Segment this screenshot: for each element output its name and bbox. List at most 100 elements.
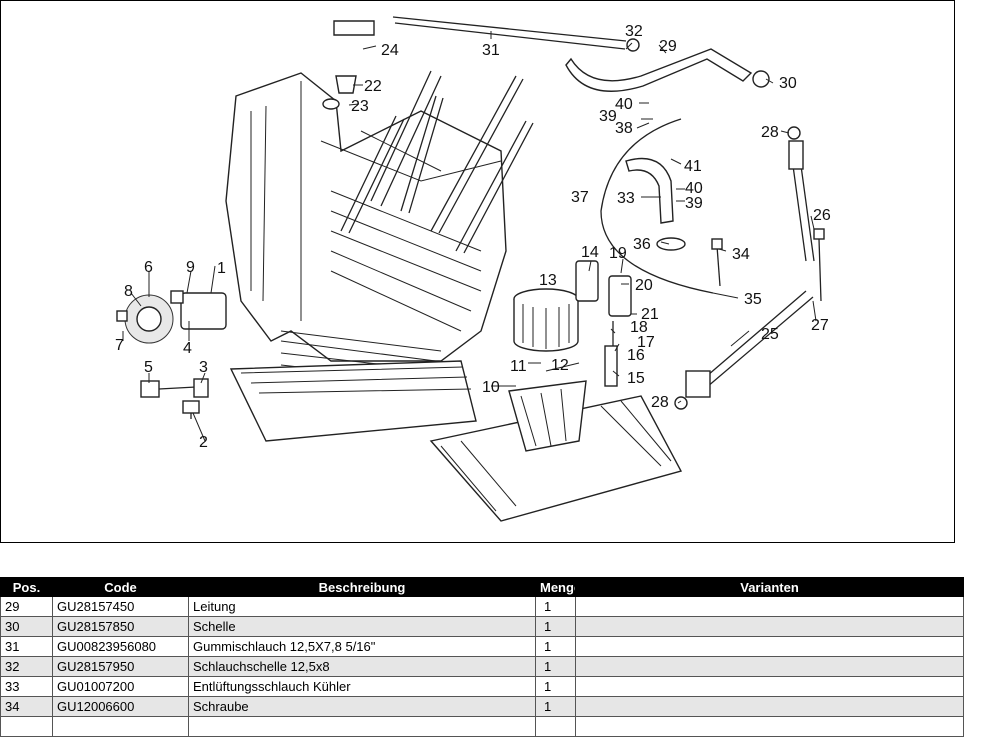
callout-29: 29: [659, 38, 677, 55]
cell-quantity: [535, 716, 576, 737]
cell-code: GU01007200: [52, 676, 189, 697]
callout-28-bottom: 28: [651, 394, 669, 411]
callout-3: 3: [199, 359, 208, 376]
cell-description: Schraube: [188, 696, 536, 717]
cell-code: GU00823956080: [52, 636, 189, 657]
callout-labels: 1 2 3 4 5 6 7 8 9 10 11 12 13 14 15 16 1…: [115, 23, 831, 451]
engine-exploded-view: 1 2 3 4 5 6 7 8 9 10 11 12 13 14 15 16 1…: [115, 16, 831, 522]
hoses-drawing: [322, 16, 825, 410]
cell-pos: 34: [0, 696, 53, 717]
cell-code: GU12006600: [52, 696, 189, 717]
callout-39-mid: 39: [685, 195, 703, 212]
callout-8: 8: [124, 283, 133, 300]
cell-variants: [575, 636, 964, 657]
callout-33: 33: [617, 190, 635, 207]
callout-40-top: 40: [615, 96, 633, 113]
cell-quantity: 1: [535, 596, 576, 617]
callout-39-top: 39: [599, 108, 617, 125]
callout-23: 23: [351, 98, 369, 115]
callout-11: 11: [510, 358, 527, 375]
cell-pos: 31: [0, 636, 53, 657]
callout-19: 19: [609, 245, 627, 262]
callout-15: 15: [627, 370, 645, 387]
cell-variants: [575, 616, 964, 637]
cell-variants: [575, 596, 964, 617]
callout-13: 13: [539, 272, 557, 289]
callout-17: 17: [637, 334, 655, 351]
table-row: [0, 716, 964, 737]
cell-quantity: 1: [535, 636, 576, 657]
cell-quantity: 1: [535, 696, 576, 717]
cell-variants: [575, 656, 964, 677]
cell-description: Schelle: [188, 616, 536, 637]
oil-pump-drawing: [116, 290, 227, 419]
exploded-parts-diagram: 1 2 3 4 5 6 7 8 9 10 11 12 13 14 15 16 1…: [0, 0, 955, 543]
cell-code: GU28157950: [52, 656, 189, 677]
callout-28-top: 28: [761, 124, 779, 141]
table-row: 29 GU28157450 Leitung 1: [0, 596, 964, 617]
cell-pos: [0, 716, 53, 737]
header-description: Beschreibung: [188, 577, 536, 597]
leader-lines: [122, 31, 817, 442]
callout-5: 5: [144, 359, 153, 376]
table-row: 30 GU28157850 Schelle 1: [0, 616, 964, 637]
callout-35: 35: [744, 291, 762, 308]
callout-40-mid: 40: [685, 180, 703, 197]
cell-description: Entlüftungsschlauch Kühler: [188, 676, 536, 697]
callout-14: 14: [581, 244, 599, 261]
callout-34: 34: [732, 246, 750, 263]
cell-quantity: 1: [535, 676, 576, 697]
cell-variants: [575, 696, 964, 717]
cell-description: Schlauchschelle 12,5x8: [188, 656, 536, 677]
cell-code: [52, 716, 189, 737]
callout-9: 9: [186, 259, 195, 276]
callout-6: 6: [144, 259, 153, 276]
callout-27: 27: [811, 317, 829, 334]
callout-21: 21: [641, 306, 659, 323]
cell-pos: 33: [0, 676, 53, 697]
callout-16: 16: [627, 347, 645, 364]
parts-table: Pos. Code Beschreibung Menge Varianten 2…: [0, 577, 964, 737]
callout-1: 1: [217, 260, 226, 277]
callout-25: 25: [761, 326, 779, 343]
oil-filter-drawing: [508, 260, 632, 452]
cell-pos: 32: [0, 656, 53, 677]
callout-41: 41: [684, 158, 702, 175]
callout-31: 31: [482, 42, 500, 59]
cell-description: [188, 716, 536, 737]
callout-7: 7: [115, 337, 124, 354]
table-header-row: Pos. Code Beschreibung Menge Varianten: [0, 577, 964, 597]
cell-pos: 30: [0, 616, 53, 637]
header-code: Code: [52, 577, 189, 597]
callout-24: 24: [381, 42, 399, 59]
cell-code: GU28157850: [52, 616, 189, 637]
cell-description: Leitung: [188, 596, 536, 617]
header-quantity: Menge: [535, 577, 576, 597]
callout-32: 32: [625, 23, 643, 40]
table-row: 32 GU28157950 Schlauchschelle 12,5x8 1: [0, 656, 964, 677]
callout-36: 36: [633, 236, 651, 253]
table-row: 33 GU01007200 Entlüftungsschlauch Kühler…: [0, 676, 964, 697]
header-variants: Varianten: [575, 577, 964, 597]
cell-pos: 29: [0, 596, 53, 617]
cell-variants: [575, 676, 964, 697]
callout-18: 18: [630, 319, 648, 336]
cell-quantity: 1: [535, 656, 576, 677]
callout-38: 38: [615, 120, 633, 137]
header-pos: Pos.: [0, 577, 53, 597]
callout-20: 20: [635, 277, 653, 294]
callout-37: 37: [571, 189, 589, 206]
callout-26: 26: [813, 207, 831, 224]
callout-4: 4: [183, 340, 192, 357]
cell-variants: [575, 716, 964, 737]
callout-30: 30: [779, 75, 797, 92]
engine-block-drawing: [225, 70, 683, 522]
table-row: 34 GU12006600 Schraube 1: [0, 696, 964, 717]
cell-code: GU28157450: [52, 596, 189, 617]
callout-2: 2: [199, 434, 208, 451]
cell-quantity: 1: [535, 616, 576, 637]
callout-10: 10: [482, 379, 500, 396]
callout-22: 22: [364, 78, 382, 95]
cell-description: Gummischlauch 12,5X7,8 5/16": [188, 636, 536, 657]
table-row: 31 GU00823956080 Gummischlauch 12,5X7,8 …: [0, 636, 964, 657]
